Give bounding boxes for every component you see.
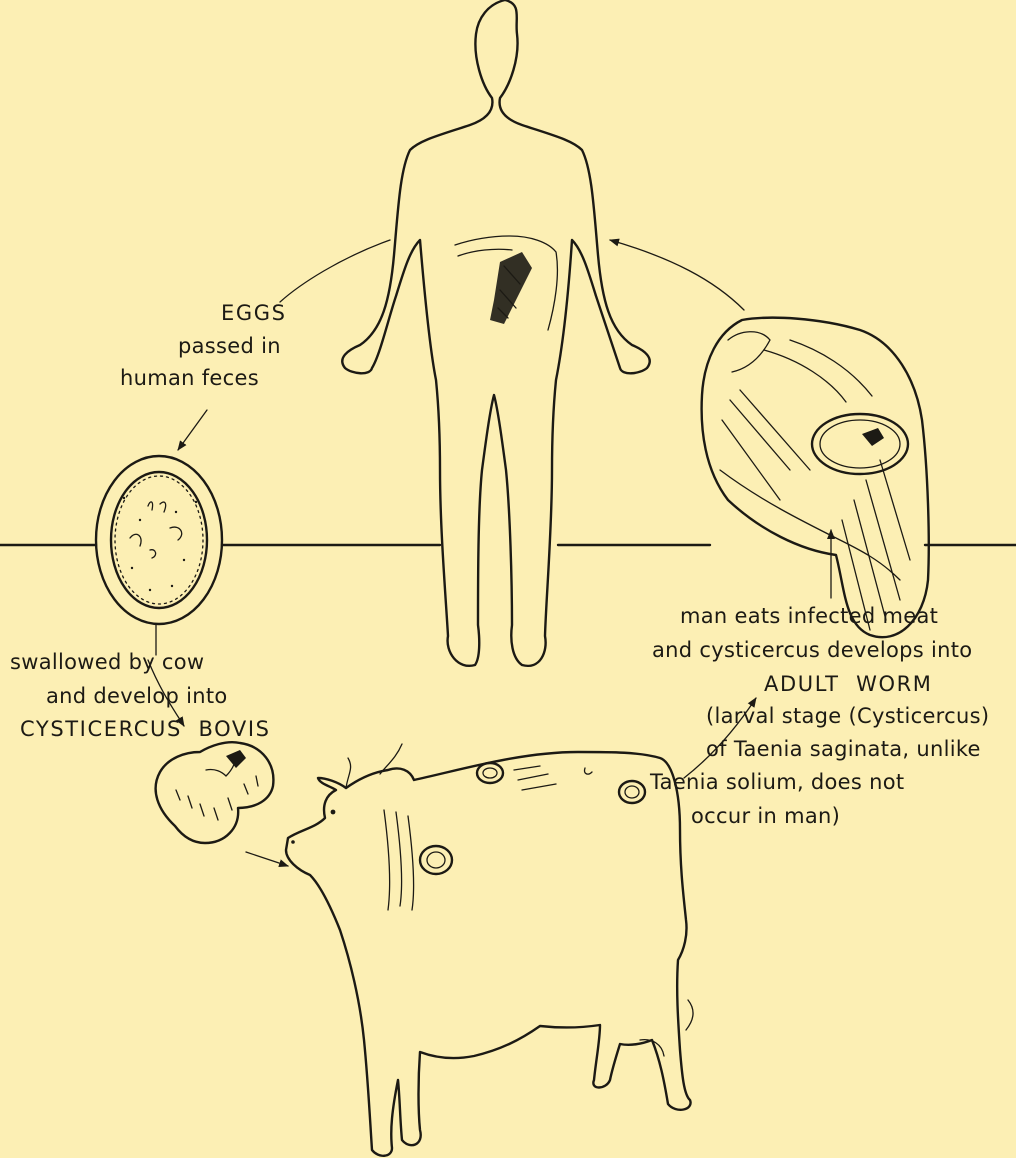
- cysticercus-bovis-icon: [156, 742, 274, 843]
- arrow-cyst-to-cow: [246, 852, 288, 866]
- arrow-eggs-label-to-egg: [178, 410, 207, 450]
- man-eats-label-line4: (larval stage (Cysticercus): [706, 700, 989, 732]
- infected-meat-icon: [702, 318, 929, 638]
- man-eats-label-line3: ADULT WORM: [764, 668, 933, 700]
- human-figure-icon: [342, 0, 649, 666]
- swallowed-label-line3: CYSTICERCUS BOVIS: [20, 713, 271, 745]
- swallowed-label-line1: swallowed by cow: [10, 646, 204, 678]
- infected-cow-icon: [286, 744, 693, 1156]
- eggs-label-line2: passed in: [178, 330, 281, 362]
- swallowed-label-line2: and develop into: [46, 680, 228, 712]
- man-eats-label-line1: man eats infected meat: [680, 600, 938, 632]
- eggs-label-line1: EGGS: [221, 297, 287, 329]
- arrow-human-to-egg: [280, 240, 390, 302]
- man-eats-label-line6: Taenia solium, does not: [650, 766, 904, 798]
- arrow-meat-to-human: [610, 240, 744, 310]
- eggs-label-line3: human feces: [120, 362, 259, 394]
- man-eats-label-line7: occur in man): [691, 800, 840, 832]
- tapeworm-egg-icon: [96, 456, 222, 624]
- man-eats-label-line5: of Taenia saginata, unlike: [706, 733, 981, 765]
- man-eats-label-line2: and cysticercus develops into: [652, 634, 972, 666]
